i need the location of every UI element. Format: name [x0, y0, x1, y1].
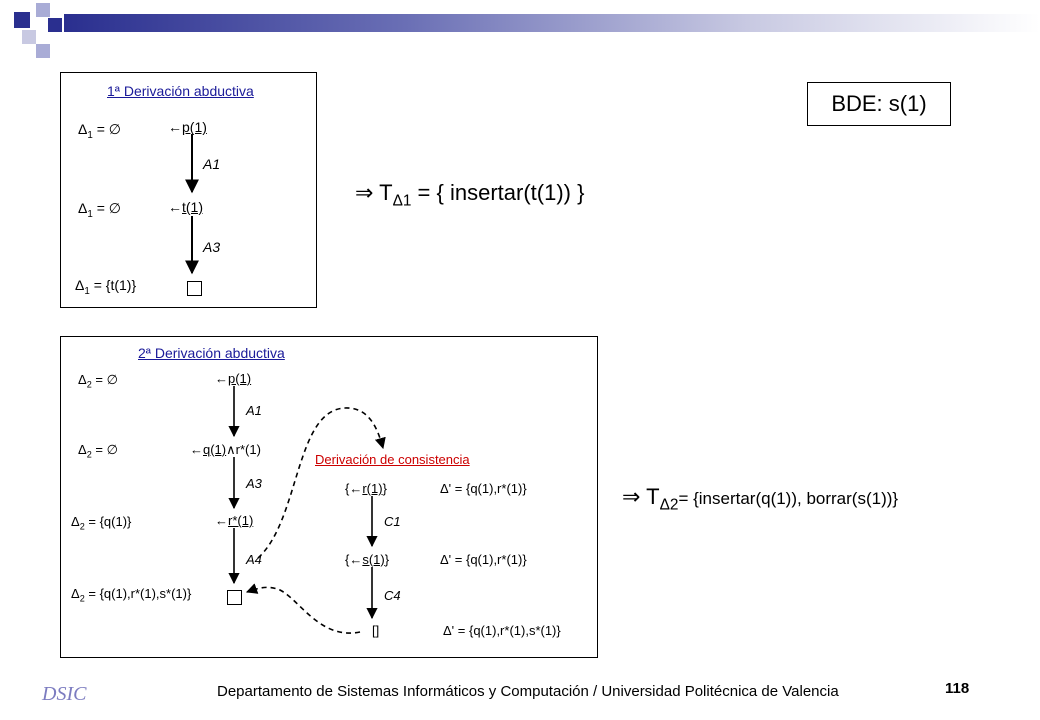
- deriv2-step-a4: A4: [246, 552, 262, 567]
- consistency-delta-2: Δ' = {q(1),r*(1)}: [440, 552, 527, 567]
- deriv2-row3-delta: Δ2 = {q(1)}: [71, 514, 132, 532]
- dashed-arrow-to-consistency: [257, 407, 386, 559]
- decor-square-3: [48, 18, 62, 32]
- result-1: ⇒ TΔ1 = { insertar(t(1)) }: [355, 180, 585, 210]
- deriv1-row1-delta: Δ1 = ∅: [78, 121, 121, 141]
- bde-box: BDE: s(1): [807, 82, 951, 126]
- deriv2-step-a3: A3: [246, 476, 262, 491]
- derivation-2-panel: [60, 336, 598, 658]
- deriv1-row3-delta: Δ1 = {t(1)}: [75, 277, 137, 297]
- deriv1-goal-p1: ←p(1): [168, 119, 207, 135]
- consistency-delta-final: Δ' = {q(1),r*(1),s*(1)}: [443, 623, 561, 638]
- decor-square-2: [36, 3, 50, 17]
- consistency-title: Derivación de consistencia: [315, 452, 470, 467]
- deriv1-step-a1: A1: [203, 156, 221, 172]
- deriv2-row1-delta: Δ2 = ∅: [78, 372, 118, 390]
- footer-text: Departamento de Sistemas Informáticos y …: [217, 683, 839, 700]
- page-number: 118: [945, 680, 970, 697]
- deriv2-success-box: [227, 590, 242, 605]
- derivation-2-title: 2ª Derivación abductiva: [138, 345, 285, 361]
- deriv1-goal-t1: ←t(1): [168, 199, 203, 215]
- consistency-step-c4: C4: [384, 588, 401, 603]
- deriv2-goal-r1: ←r*(1): [215, 513, 254, 528]
- deriv1-row2-delta: Δ1 = ∅: [78, 200, 121, 220]
- top-bar: [64, 14, 1040, 32]
- consistency-goal-r1: {←r(1)}: [345, 481, 387, 496]
- decor-square-1: [14, 12, 30, 28]
- deriv1-step-a3: A3: [203, 239, 221, 255]
- consistency-empty-clause: []: [372, 623, 380, 638]
- deriv1-success-box: [187, 281, 202, 296]
- consistency-step-c1: C1: [384, 514, 401, 529]
- deriv2-row4-delta: Δ2 = {q(1),r*(1),s*(1)}: [71, 586, 192, 604]
- decor-square-4: [22, 30, 36, 44]
- decor-square-5: [36, 44, 50, 58]
- deriv2-goal-q1-r1: ←q(1)∧r*(1): [190, 442, 261, 457]
- consistency-goal-s1: {←s(1)}: [345, 552, 390, 567]
- derivation-1-title: 1ª Derivación abductiva: [107, 83, 254, 99]
- dashed-arrow-back: [245, 583, 361, 634]
- deriv2-step-a1: A1: [246, 403, 262, 418]
- deriv2-row2-delta: Δ2 = ∅: [78, 442, 118, 460]
- result-2: ⇒ TΔ2= {insertar(q(1)), borrar(s(1))}: [622, 484, 899, 514]
- deriv2-goal-p1: ←p(1): [215, 371, 252, 386]
- consistency-delta-1: Δ' = {q(1),r*(1)}: [440, 481, 527, 496]
- dsic-logo: DSIC: [42, 683, 87, 705]
